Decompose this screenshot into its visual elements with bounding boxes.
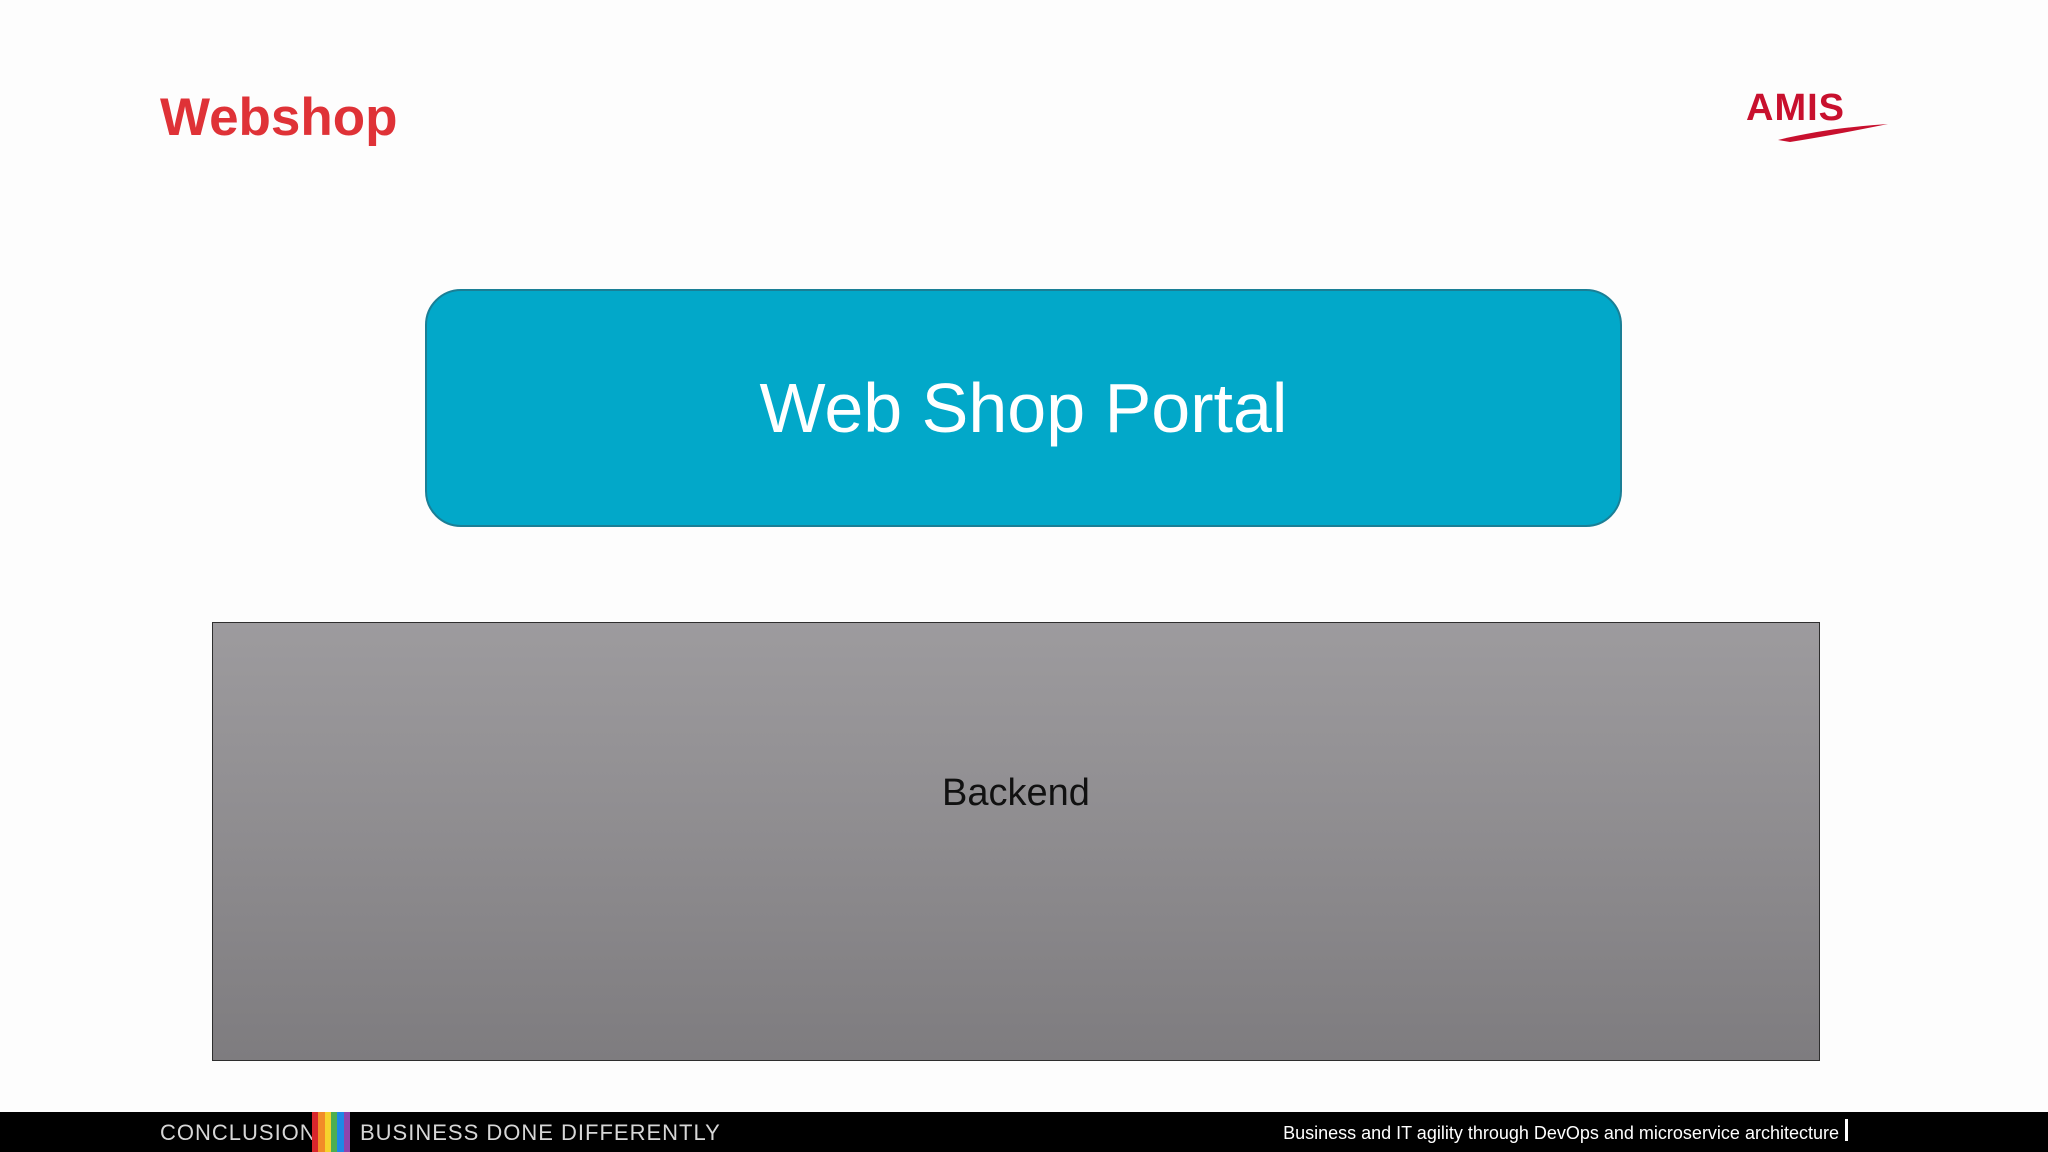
amis-logo: AMIS — [1738, 86, 1898, 146]
stripe-yellow — [324, 1112, 331, 1152]
backend-label: Backend — [942, 772, 1090, 814]
footer-subtitle: Business and IT agility through DevOps a… — [1283, 1123, 1839, 1143]
backend-box: Backend — [212, 622, 1820, 1061]
slide-title: Webshop — [160, 88, 398, 147]
web-shop-portal-box: Web Shop Portal — [425, 289, 1622, 527]
logo-swoosh-icon — [1778, 124, 1888, 142]
footer-tagline: BUSINESS DONE DIFFERENTLY — [360, 1120, 721, 1145]
stripe-orange — [318, 1112, 325, 1152]
stripe-green — [330, 1112, 338, 1152]
stripe-blue — [337, 1112, 344, 1152]
amis-logo-text: AMIS — [1746, 87, 1845, 129]
stripe-purple — [343, 1112, 350, 1152]
stripe-red — [312, 1112, 319, 1152]
footer-divider — [1845, 1119, 1848, 1141]
web-shop-portal-label: Web Shop Portal — [759, 369, 1288, 447]
footer-bar: CONCLUSION BUSINESS DONE DIFFERENTLY Bus… — [0, 1112, 2048, 1152]
footer-section-label: CONCLUSION — [160, 1120, 317, 1145]
footer-color-stripes — [312, 1112, 350, 1152]
